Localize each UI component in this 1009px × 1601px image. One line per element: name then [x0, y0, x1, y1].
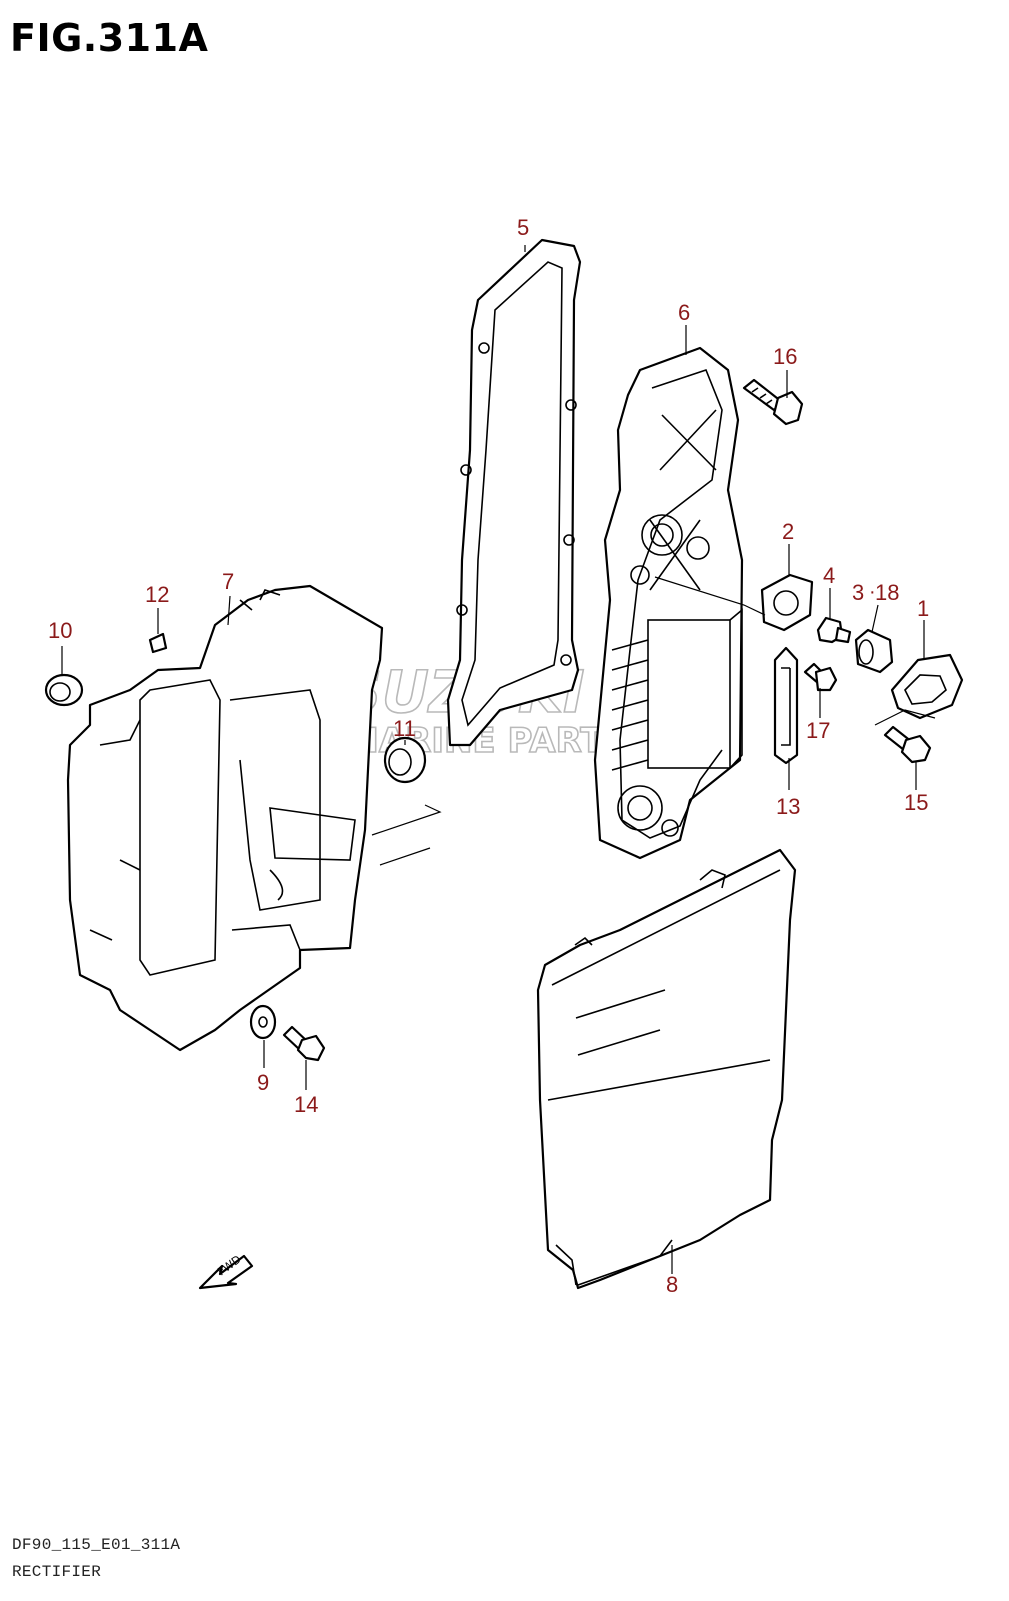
callout-9: 9 — [257, 1070, 269, 1095]
part-16-bolt[interactable] — [742, 378, 804, 426]
footer-diagram-name: RECTIFIER — [12, 1563, 102, 1581]
part-7-housing[interactable] — [66, 584, 384, 1052]
part-8-cover[interactable] — [536, 848, 797, 1290]
part-4-bolt[interactable] — [816, 616, 852, 644]
part-12-clip[interactable] — [148, 632, 168, 654]
fwd-arrow: FWD — [198, 1253, 254, 1290]
callout-4: 4 — [823, 563, 835, 588]
callout-13: 13 — [776, 794, 800, 819]
part-17-bolt[interactable] — [803, 662, 838, 692]
callout-8: 8 — [666, 1272, 678, 1297]
part-2-gasket[interactable] — [760, 573, 814, 632]
part-10-grommet[interactable] — [44, 673, 84, 707]
figure-title: FIG.311A — [10, 16, 209, 60]
callout-1: 1 — [917, 596, 929, 621]
part-13-strap[interactable] — [773, 646, 799, 765]
part-5-gasket[interactable] — [446, 238, 582, 747]
callout-16: 16 — [773, 344, 797, 369]
part-1-connector[interactable] — [890, 653, 964, 720]
callout-3: 3 — [852, 580, 864, 605]
part-3-18-spacer[interactable] — [854, 628, 894, 674]
callout-11: 11 — [393, 716, 416, 741]
callout-5: 5 — [517, 215, 529, 240]
part-9-washer[interactable] — [249, 1004, 277, 1040]
callout-14: 14 — [294, 1092, 318, 1117]
callout-6: 6 — [678, 300, 690, 325]
leader-lines — [61, 245, 936, 1274]
part-6-rectifier-plate[interactable] — [593, 346, 744, 860]
callout-15: 15 — [904, 790, 928, 815]
footer-diagram-code: DF90_115_E01_311A — [12, 1536, 181, 1554]
callout-12: 12 — [145, 582, 169, 607]
part-14-bolt[interactable] — [282, 1025, 326, 1062]
callout-separator-dot: · — [869, 581, 876, 603]
callout-2: 2 — [782, 519, 794, 544]
part-15-bolt[interactable] — [883, 725, 932, 764]
callout-18: 18 — [875, 580, 899, 605]
callout-17: 17 — [806, 718, 830, 743]
callout-10: 10 — [48, 618, 72, 643]
part-11-grommet[interactable] — [383, 736, 427, 784]
callout-labels: 5 6 16 2 4 3 · 18 1 17 13 15 7 12 10 11 … — [48, 215, 929, 1297]
callout-7: 7 — [222, 569, 234, 594]
